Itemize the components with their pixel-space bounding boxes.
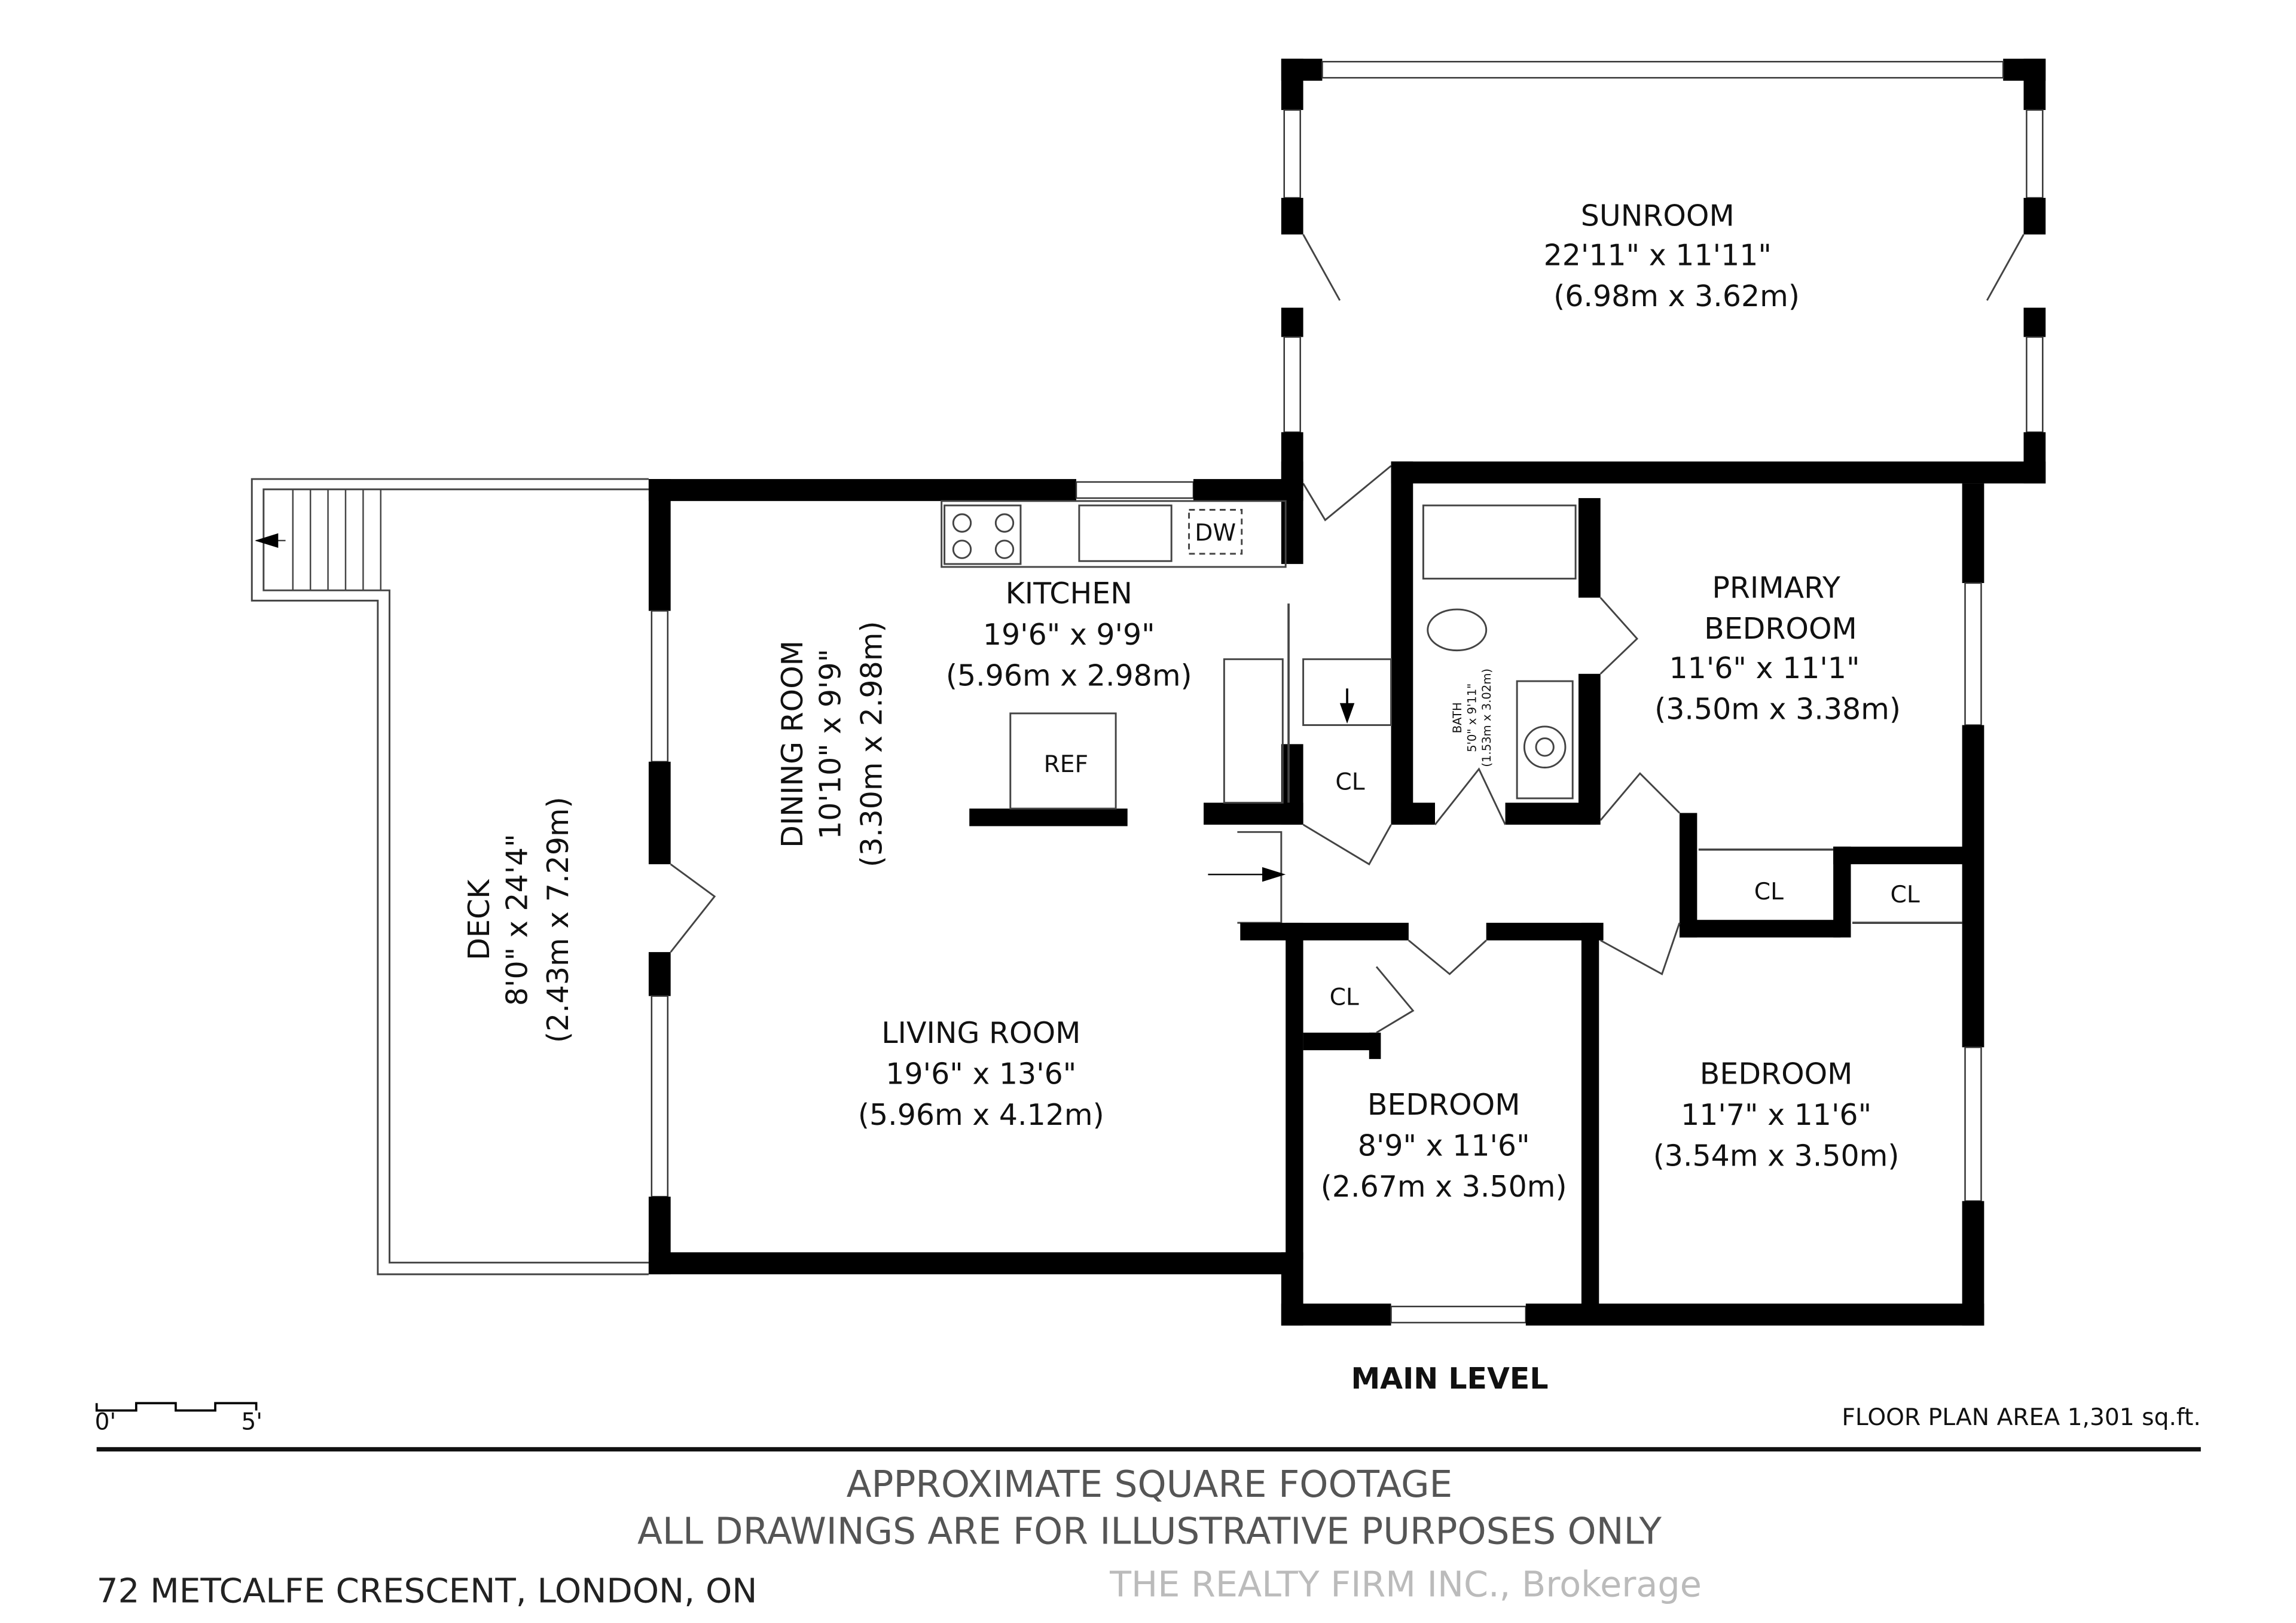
deck-stairs — [256, 489, 381, 591]
room-bath: BATH 5'0" x 9'11" (1.53m x 3.02m) — [1451, 669, 1494, 767]
stairs-down-arrow-icon — [1339, 703, 1355, 724]
address: 72 METCALFE CRESCENT, LONDON, ON — [97, 1572, 758, 1610]
deck-metric: (2.43m x 7.29m) — [541, 797, 575, 1043]
bedroom3-imperial: 11'7" x 11'6" — [1681, 1098, 1871, 1132]
kitchen-imperial: 19'6" x 9'9" — [983, 618, 1155, 652]
footer-line-2: ALL DRAWINGS ARE FOR ILLUSTRATIVE PURPOS… — [637, 1510, 1662, 1552]
dining-metric: (3.30m x 2.98m) — [854, 621, 889, 867]
deck-imperial: 8'0" x 24'4" — [500, 834, 535, 1006]
floor-plan-area: FLOOR PLAN AREA 1,301 sq.ft. — [1842, 1404, 2200, 1431]
kitchen-metric: (5.96m x 2.98m) — [946, 658, 1192, 692]
scale-end: 5' — [241, 1408, 262, 1435]
closet-label: CL — [1330, 984, 1359, 1011]
scale-bar: 0' 5' — [94, 1402, 262, 1435]
deck — [251, 478, 649, 1276]
closet-label: CL — [1335, 768, 1364, 795]
bedroom3-name: BEDROOM — [1700, 1057, 1853, 1091]
closet-label: CL — [1754, 878, 1784, 905]
closet-label: CL — [1891, 881, 1920, 908]
primary-name-1: PRIMARY — [1712, 571, 1840, 605]
stairs-arrow-icon — [255, 533, 279, 548]
sunroom-name: SUNROOM — [1581, 199, 1735, 233]
room-bedroom-2: BEDROOM 8'9" x 11'6" (2.67m x 3.50m) — [1321, 1088, 1567, 1204]
bedroom2-imperial: 8'9" x 11'6" — [1358, 1129, 1530, 1163]
room-kitchen: KITCHEN 19'6" x 9'9" (5.96m x 2.98m) — [946, 576, 1192, 692]
bath-imperial: 5'0" x 9'11" — [1465, 684, 1479, 752]
sunroom-metric: (6.98m x 3.62m) — [1553, 279, 1800, 313]
living-name: LIVING ROOM — [881, 1016, 1080, 1050]
room-primary-bedroom: PRIMARY BEDROOM 11'6" x 11'1" (3.50m x 3… — [1654, 571, 1901, 726]
kitchen-name: KITCHEN — [1006, 576, 1132, 611]
primary-imperial: 11'6" x 11'1" — [1669, 651, 1860, 685]
watermark: THE REALTY FIRM INC., Brokerage — [1109, 1564, 1702, 1605]
dining-name: DINING ROOM — [775, 640, 810, 848]
room-living: LIVING ROOM 19'6" x 13'6" (5.96m x 4.12m… — [858, 1016, 1104, 1132]
living-metric: (5.96m x 4.12m) — [858, 1098, 1104, 1132]
dw-label: DW — [1195, 520, 1236, 547]
bath-metric: (1.53m x 3.02m) — [1480, 669, 1494, 767]
bedroom2-name: BEDROOM — [1367, 1088, 1521, 1122]
footer-line-1: APPROXIMATE SQUARE FOOTAGE — [847, 1463, 1453, 1506]
sunroom-imperial: 22'11" x 11'11" — [1544, 239, 1772, 273]
level-title: MAIN LEVEL — [1351, 1362, 1548, 1396]
dining-imperial: 10'10" x 9'9" — [814, 649, 848, 840]
room-dining: DINING ROOM 10'10" x 9'9" (3.30m x 2.98m… — [775, 621, 889, 867]
primary-name-2: BEDROOM — [1704, 612, 1857, 646]
deck-name: DECK — [462, 878, 496, 960]
ref-label: REF — [1044, 751, 1089, 778]
bedroom3-metric: (3.54m x 3.50m) — [1653, 1139, 1900, 1173]
room-deck: DECK 8'0" x 24'4" (2.43m x 7.29m) — [462, 797, 575, 1043]
room-bedroom-3: BEDROOM 11'7" x 11'6" (3.54m x 3.50m) — [1653, 1057, 1900, 1173]
living-imperial: 19'6" x 13'6" — [886, 1057, 1076, 1091]
divider — [96, 1447, 2201, 1452]
scale-start: 0' — [94, 1408, 116, 1435]
bedroom2-metric: (2.67m x 3.50m) — [1321, 1170, 1567, 1204]
room-sunroom: SUNROOM 22'11" x 11'11" (6.98m x 3.62m) — [1544, 199, 1800, 313]
house-walls — [648, 461, 1984, 1326]
entry-arrow-icon — [1262, 867, 1286, 882]
primary-metric: (3.50m x 3.38m) — [1654, 692, 1901, 727]
bath-name: BATH — [1451, 702, 1464, 733]
